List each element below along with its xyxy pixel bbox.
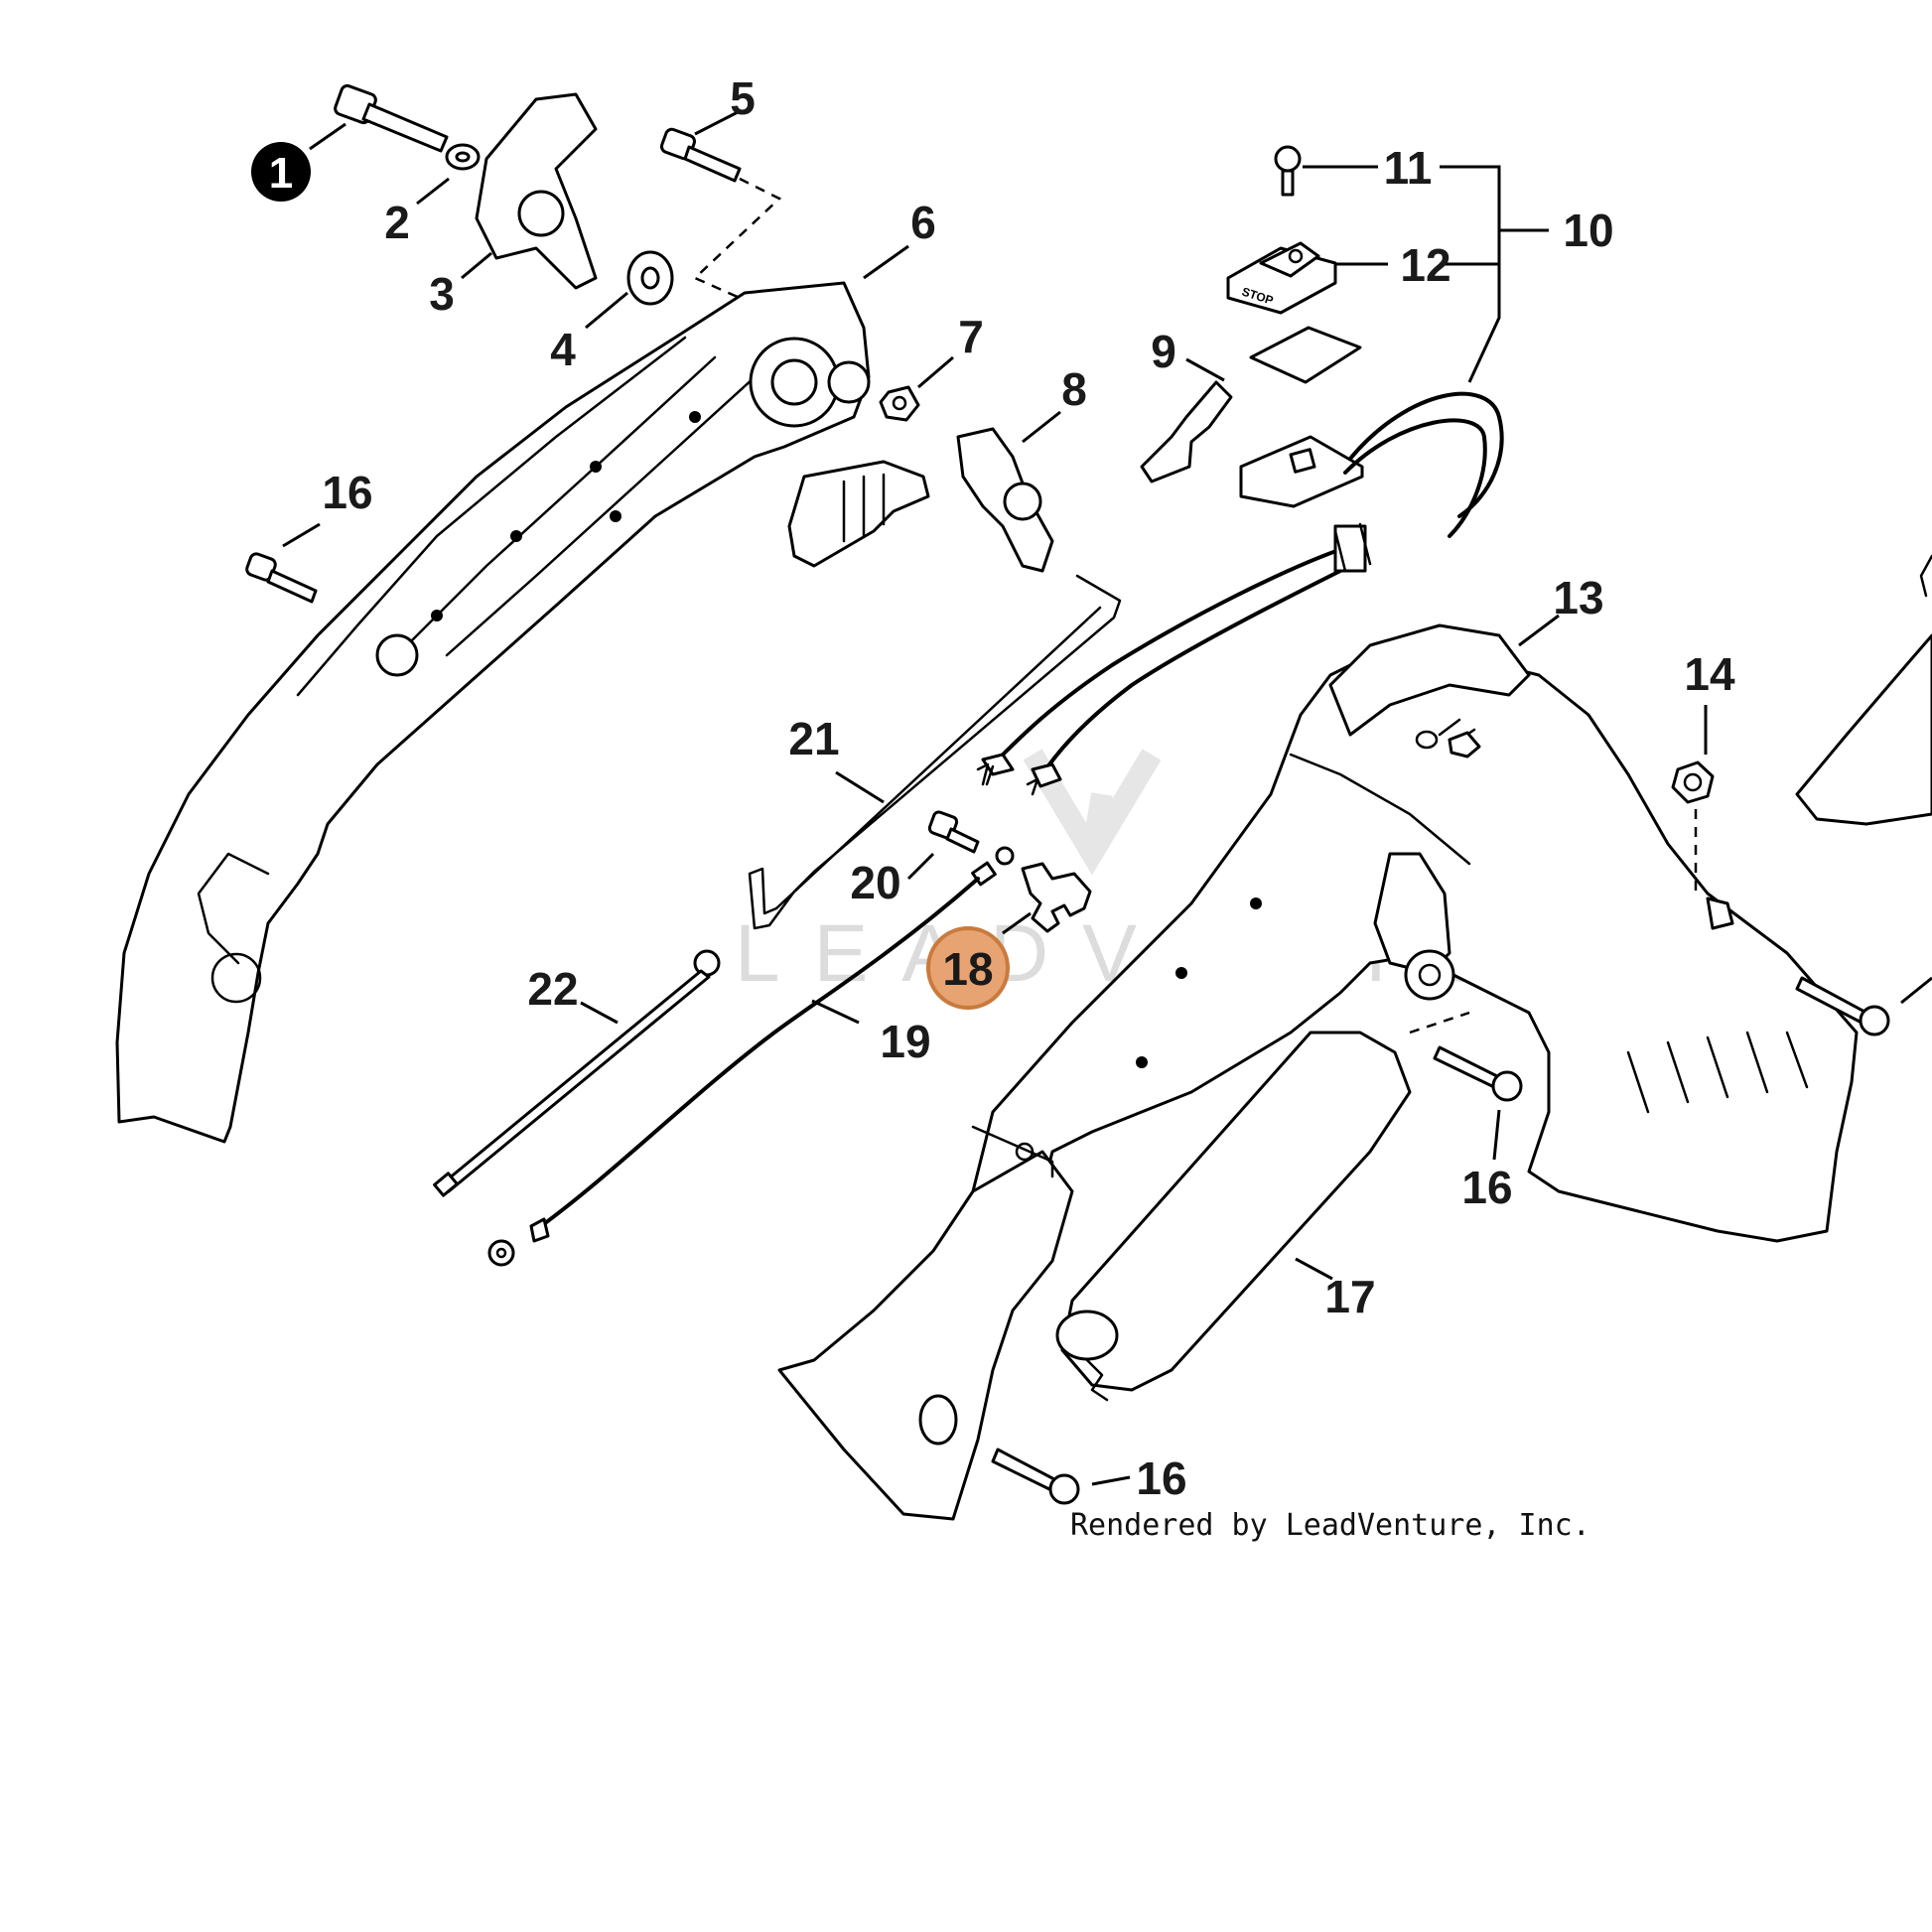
callout-16-middle[interactable]: 16 xyxy=(1461,1162,1512,1213)
leader-lines xyxy=(282,109,1932,1486)
part-3-lever xyxy=(475,92,598,290)
callouts: 1 2 3 4 5 6 7 8 9 10 11 12 13 14 16 16 1… xyxy=(251,72,1735,1504)
wire-harness xyxy=(976,522,1372,796)
callout-5[interactable]: 5 xyxy=(730,72,756,124)
callout-12[interactable]: 12 xyxy=(1400,239,1450,291)
callout-17[interactable]: 17 xyxy=(1324,1271,1375,1322)
part-4-washer xyxy=(626,250,674,306)
callout-6[interactable]: 6 xyxy=(910,197,936,248)
part-16-screw-lower xyxy=(991,1448,1080,1505)
callout-1-label: 1 xyxy=(269,149,293,198)
part-16-screw-right xyxy=(1795,976,1890,1036)
callout-2[interactable]: 2 xyxy=(384,197,410,248)
callout-9[interactable]: 9 xyxy=(1151,326,1176,377)
callout-20[interactable]: 20 xyxy=(850,857,900,908)
right-edge-part xyxy=(1706,554,1932,930)
callout-21[interactable]: 21 xyxy=(788,713,839,764)
callout-19[interactable]: 19 xyxy=(880,1016,930,1067)
part-10-stop-switch: STOP xyxy=(1140,145,1504,538)
part-18-bracket xyxy=(1021,862,1092,933)
handle-tube xyxy=(777,1125,1074,1521)
part-13-housing xyxy=(971,623,1859,1243)
part-8-trigger xyxy=(787,427,1054,573)
part-20-screw xyxy=(927,810,980,854)
callout-22[interactable]: 22 xyxy=(527,963,578,1015)
callout-11[interactable]: 11 xyxy=(1384,142,1433,194)
handle-housing xyxy=(115,281,871,1144)
part-22-pin xyxy=(433,949,721,1197)
part-16-screw-upper xyxy=(245,552,318,604)
alignment-lines xyxy=(692,177,1698,1035)
callout-13[interactable]: 13 xyxy=(1553,572,1603,623)
part-16-screw-middle xyxy=(1433,1045,1523,1102)
part-7-nut xyxy=(879,385,920,422)
callout-16-upper[interactable]: 16 xyxy=(322,467,372,518)
part-21-rod xyxy=(748,574,1122,930)
part-14-nut xyxy=(1671,760,1715,804)
callout-1[interactable]: 1 xyxy=(251,142,311,202)
part-5-screw xyxy=(659,127,742,183)
callout-18-label: 18 xyxy=(942,943,993,995)
callout-10[interactable]: 10 xyxy=(1563,205,1613,256)
credit-text: Rendered by LeadVenture, Inc. xyxy=(1070,1508,1590,1543)
callout-7[interactable]: 7 xyxy=(958,311,984,362)
callout-14[interactable]: 14 xyxy=(1684,648,1735,700)
callout-8[interactable]: 8 xyxy=(1061,363,1087,415)
part-1-screw xyxy=(334,83,449,153)
part-17-grip xyxy=(1055,1031,1412,1402)
part-2-washer xyxy=(445,143,481,171)
callout-4[interactable]: 4 xyxy=(550,324,576,375)
part-19-ground-cable xyxy=(487,846,1015,1267)
callout-3[interactable]: 3 xyxy=(429,268,455,320)
callout-16-lower[interactable]: 16 xyxy=(1136,1452,1186,1504)
callout-18-highlighted[interactable]: 18 xyxy=(926,926,1010,1010)
